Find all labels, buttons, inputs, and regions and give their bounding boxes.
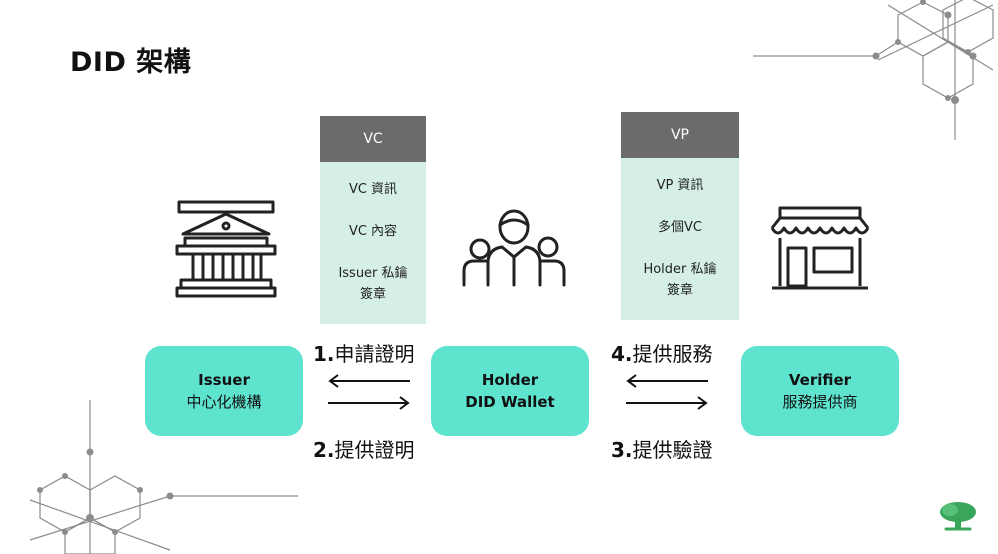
vp-card-line: 多個VC — [658, 220, 702, 236]
vp-card: VP VP 資訊 多個VC Holder 私鑰 簽章 — [621, 112, 739, 320]
verifier-node-subtitle: 服務提供商 — [782, 393, 858, 411]
page-title: DID 架構 — [70, 47, 192, 78]
vp-card-header: VP — [621, 112, 739, 158]
vp-card-body: VP 資訊 多個VC Holder 私鑰 簽章 — [621, 158, 739, 320]
step-text: 提供驗證 — [632, 438, 713, 462]
step-number: 1. — [313, 342, 335, 366]
vc-card: VC VC 資訊 VC 內容 Issuer 私鑰 簽章 — [320, 116, 426, 324]
step-4-label: 4.提供服務 — [611, 338, 713, 367]
holder-node-title: Holder — [481, 370, 539, 389]
arrow-left-holder — [626, 374, 708, 388]
vc-card-line: VC 內容 — [348, 224, 398, 240]
step-2-label: 2.提供證明 — [313, 434, 415, 463]
step-number: 4. — [611, 342, 633, 366]
verifier-node: Verifier 服務提供商 — [741, 346, 899, 436]
network-decoration-top-right — [753, 0, 994, 140]
issuer-node-subtitle: 中心化機構 — [186, 393, 262, 411]
step-text: 提供服務 — [632, 342, 713, 366]
vc-card-header: VC — [320, 116, 426, 162]
arrow-right-holder — [328, 396, 410, 410]
holder-node: Holder DID Wallet — [431, 346, 589, 436]
vc-card-line: Issuer 私鑰 簽章 — [338, 265, 408, 302]
step-text: 申請證明 — [334, 342, 415, 366]
network-decoration-bottom-left — [29, 400, 298, 554]
tree-logo-icon — [938, 500, 978, 532]
step-number: 2. — [313, 438, 335, 462]
verifier-node-title: Verifier — [788, 370, 852, 389]
people-group-icon — [462, 205, 566, 287]
arrow-right-verifier — [626, 396, 708, 410]
arrow-left-issuer — [328, 374, 410, 388]
bank-building-icon — [175, 198, 277, 298]
holder-node-subtitle: DID Wallet — [465, 393, 555, 411]
vp-card-line: Holder 私鑰 簽章 — [643, 261, 717, 298]
issuer-node-title: Issuer — [198, 370, 250, 389]
vc-card-body: VC 資訊 VC 內容 Issuer 私鑰 簽章 — [320, 162, 426, 324]
vc-card-line: VC 資訊 — [348, 182, 398, 198]
step-text: 提供證明 — [334, 438, 415, 462]
step-1-label: 1.申請證明 — [313, 338, 415, 367]
issuer-node: Issuer 中心化機構 — [145, 346, 303, 436]
vp-card-line: VP 資訊 — [656, 178, 704, 194]
storefront-icon — [770, 206, 870, 296]
step-number: 3. — [611, 438, 633, 462]
step-3-label: 3.提供驗證 — [611, 434, 713, 463]
